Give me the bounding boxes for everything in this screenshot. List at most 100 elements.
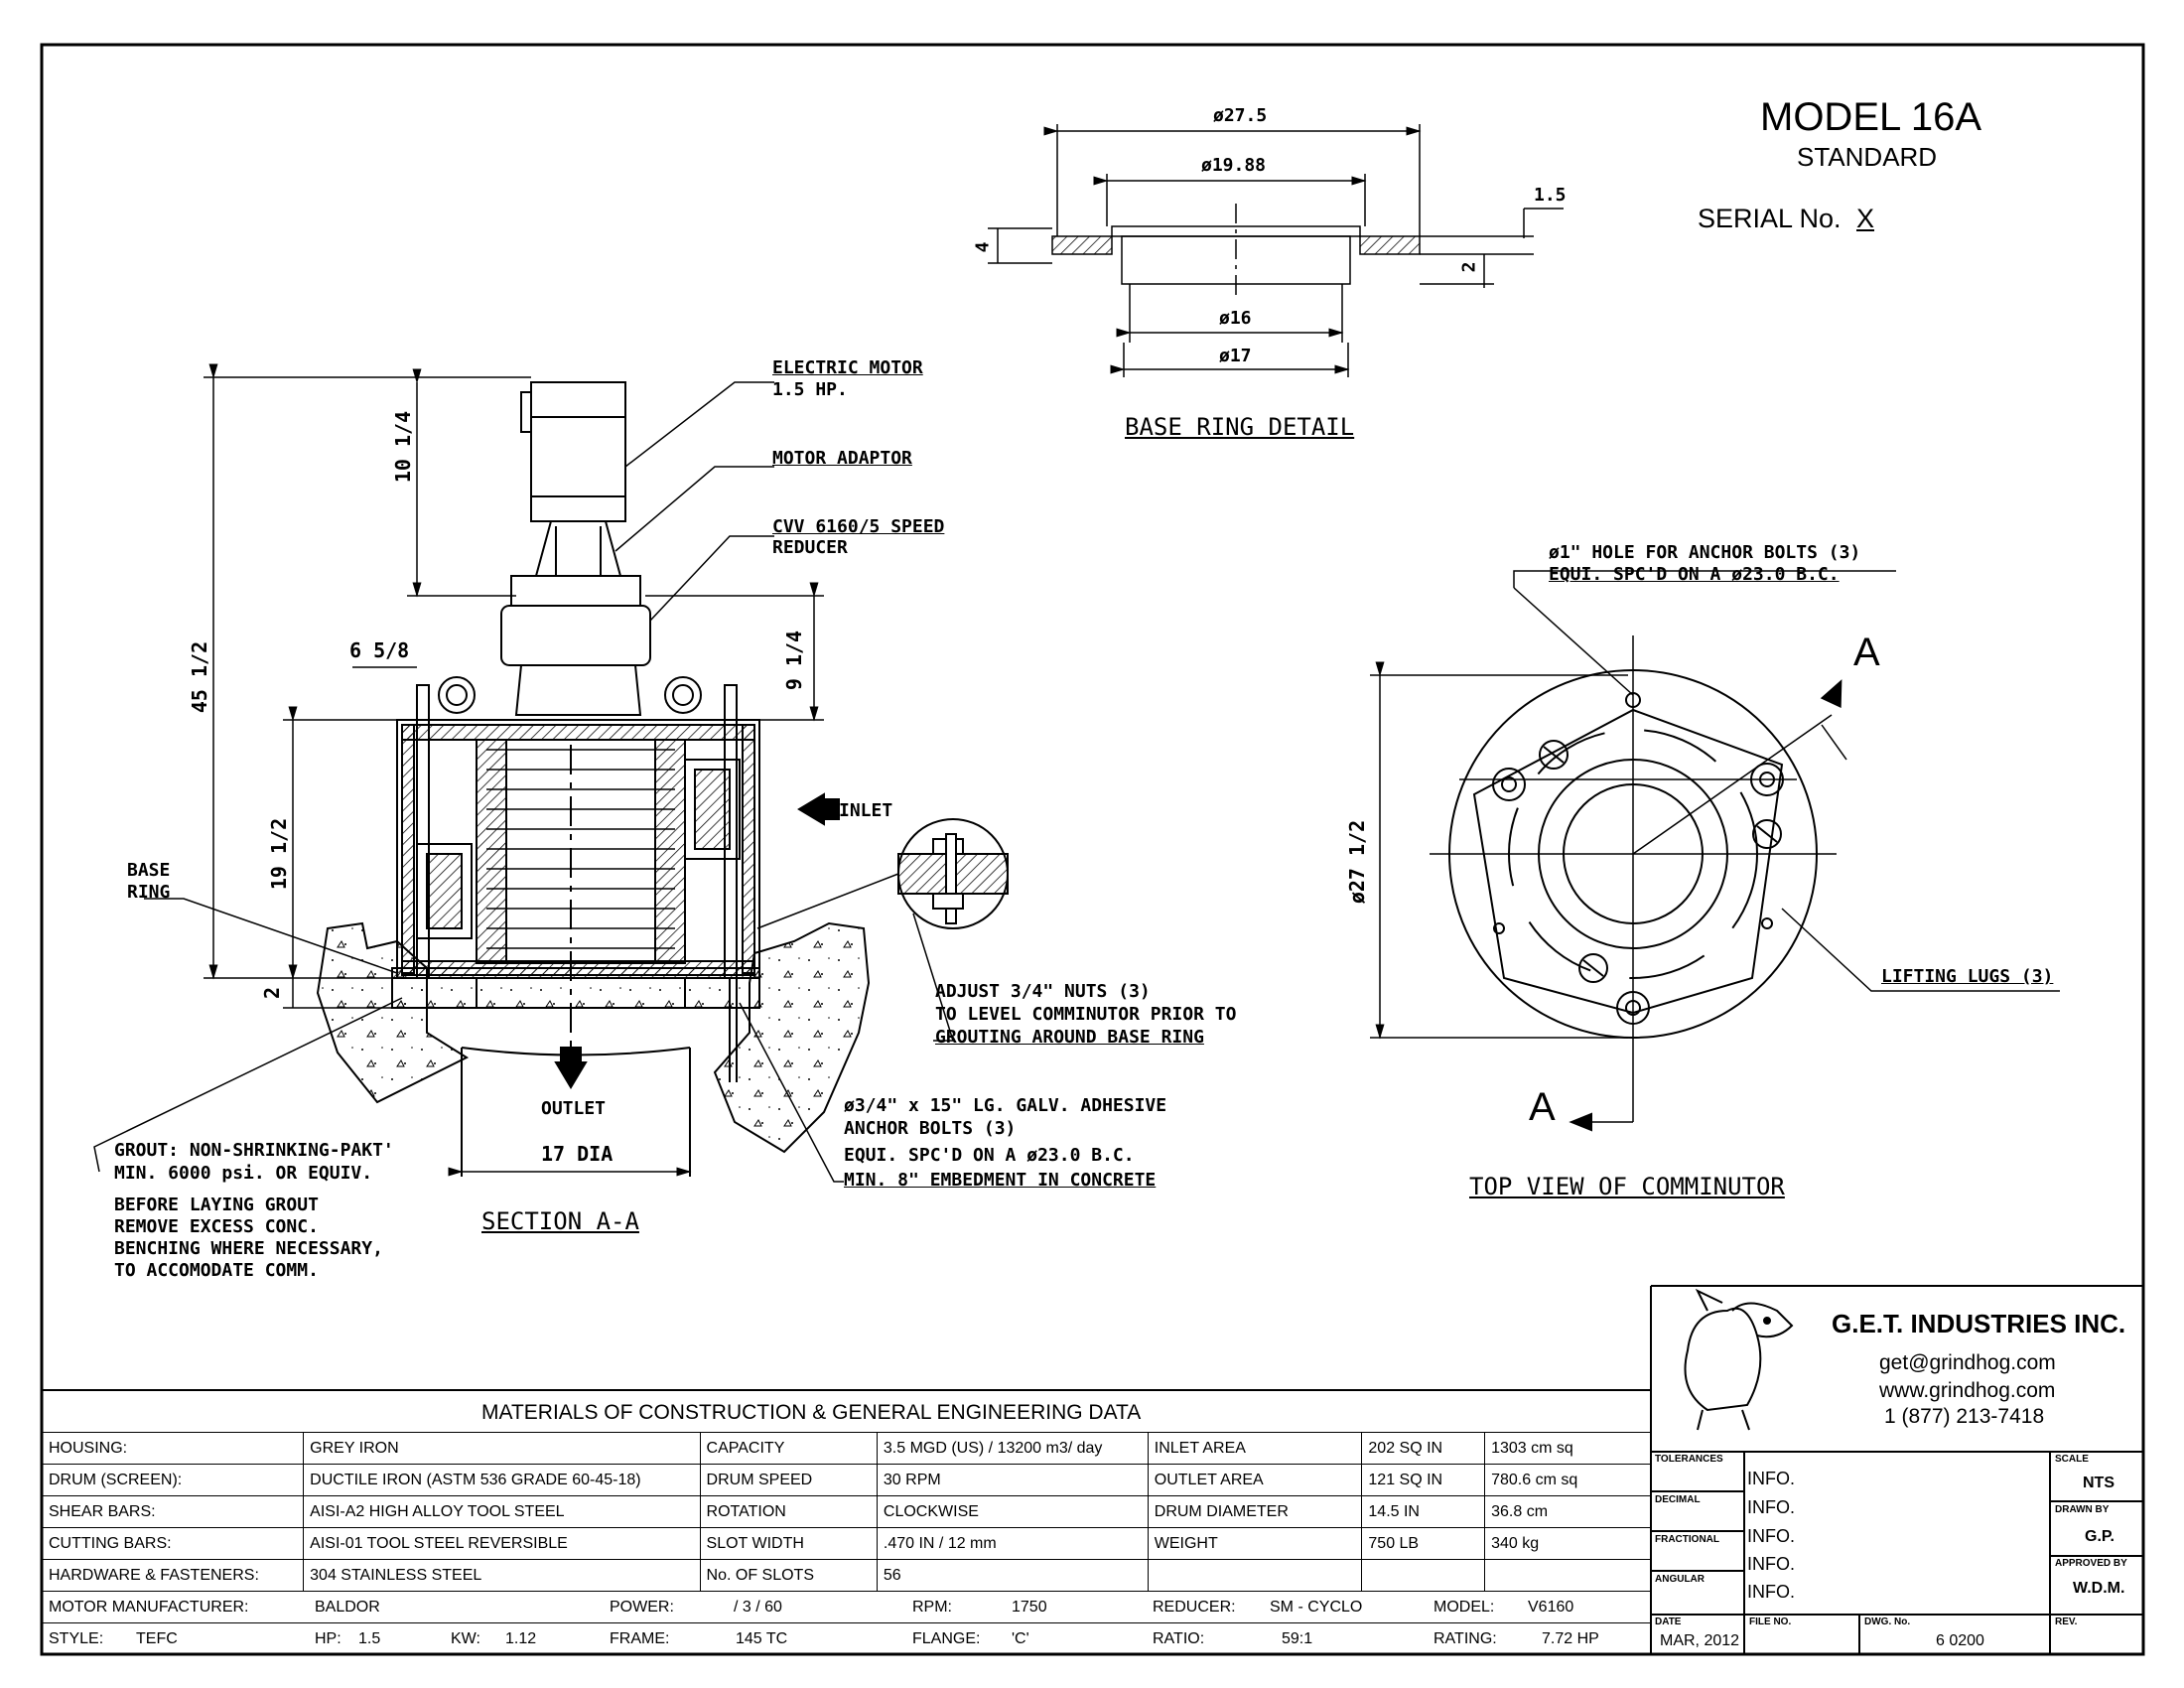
company-web: www.grindhog.com — [1879, 1379, 2056, 1402]
style-l3: KW: — [451, 1630, 480, 1647]
materials-row: DRUM (SCREEN):DUCTILE IRON (ASTM 536 GRA… — [41, 1464, 1651, 1496]
section-dimensions — [93, 363, 955, 1183]
anchor-note-4: MIN. 8" EMBEDMENT IN CONCRETE — [844, 1170, 1157, 1191]
materials-row: SHEAR BARS:AISI-A2 HIGH ALLOY TOOL STEEL… — [41, 1495, 1651, 1528]
materials-cell — [1361, 1559, 1486, 1592]
motor-label-1: ELECTRIC MOTOR — [772, 357, 923, 378]
info-1: INFO. — [1747, 1469, 1795, 1488]
motor-l5: MODEL: — [1433, 1599, 1495, 1616]
adjust-note-3: GROUTING AROUND BASE RING — [935, 1027, 1204, 1048]
style-l1: STYLE: — [49, 1630, 104, 1647]
materials-cell: OUTLET AREA — [1147, 1464, 1363, 1496]
materials-cell: INLET AREA — [1147, 1432, 1363, 1465]
materials-cell: DRUM (SCREEN): — [41, 1464, 305, 1496]
company-phone: 1 (877) 213-7418 — [1884, 1405, 2045, 1428]
motor-label-2: 1.5 HP. — [772, 379, 848, 400]
motor-v1: BALDOR — [315, 1599, 380, 1616]
lbl-date: DATE — [1655, 1617, 1682, 1627]
grout-note-5: BENCHING WHERE NECESSARY, — [114, 1238, 383, 1259]
materials-cell: 30 RPM — [876, 1464, 1149, 1496]
materials-cell: DRUM DIAMETER — [1147, 1495, 1363, 1528]
section-title: SECTION A-A — [481, 1207, 639, 1235]
materials-cell: ROTATION — [699, 1495, 878, 1528]
materials-cell: 1303 cm sq — [1484, 1432, 1651, 1465]
lbl-file: FILE NO. — [1749, 1617, 1792, 1627]
materials-cell: SHEAR BARS: — [41, 1495, 305, 1528]
motor-v3: 1750 — [1012, 1599, 1047, 1616]
dim-dia17: 17 DIA — [541, 1142, 614, 1166]
dim-d17: ø17 — [1219, 346, 1252, 366]
motor-v4: SM - CYCLO — [1270, 1599, 1363, 1616]
dim-t2: 2 — [1458, 261, 1480, 273]
materials-cell: DUCTILE IRON (ASTM 536 GRADE 60-45-18) — [303, 1464, 701, 1496]
concrete-left — [316, 921, 470, 1104]
lbl-dwg: DWG. No. — [1864, 1617, 1911, 1627]
lbl-angular: ANGULAR — [1655, 1574, 1705, 1585]
adaptor-label: MOTOR ADAPTOR — [772, 448, 912, 469]
base-ring-title: BASE RING DETAIL — [1125, 413, 1355, 441]
scale-value: NTS — [2083, 1475, 2115, 1491]
dim-d275: ø27.5 — [1213, 105, 1268, 126]
lbl-tolerances: TOLERANCES — [1655, 1454, 1723, 1465]
hole-note-2: EQUI. SPC'D ON A ø23.0 B.C. — [1549, 564, 1840, 585]
materials-header: MATERIALS OF CONSTRUCTION & GENERAL ENGI… — [481, 1401, 1142, 1424]
base-ring-label-2: RING — [127, 882, 171, 903]
adjust-note-2: TO LEVEL COMMINUTOR PRIOR TO — [935, 1004, 1237, 1025]
materials-cell — [1147, 1559, 1363, 1592]
model-title: MODEL 16A — [1760, 95, 1982, 139]
motor-v2: / 3 / 60 — [734, 1599, 782, 1616]
materials-cell: WEIGHT — [1147, 1527, 1363, 1560]
top-view — [1370, 570, 2060, 1132]
model-subtitle: STANDARD — [1797, 142, 1938, 172]
materials-cell: 780.6 cm sq — [1484, 1464, 1651, 1496]
materials-cell: .470 IN / 12 mm — [876, 1527, 1149, 1560]
style-l4: FRAME: — [610, 1630, 670, 1647]
materials-cell: CUTTING BARS: — [41, 1527, 305, 1560]
materials-row: HARDWARE & FASTENERS:304 STAINLESS STEEL… — [41, 1559, 1651, 1592]
grout-note-3: BEFORE LAYING GROUT — [114, 1195, 319, 1215]
materials-cell: 340 kg — [1484, 1527, 1651, 1560]
lbl-rev: REV. — [2055, 1617, 2078, 1627]
info-3: INFO. — [1747, 1526, 1795, 1546]
title-block — [42, 1285, 2143, 1654]
motor-l1: MOTOR MANUFACTURER: — [49, 1599, 249, 1616]
dim-h45: 45 1/2 — [188, 640, 212, 714]
hole-note-1: ø1" HOLE FOR ANCHOR BOLTS (3) — [1549, 542, 1861, 563]
section-mark-bottom: A — [1529, 1085, 1556, 1129]
motor-l2: POWER: — [610, 1599, 674, 1616]
dim-h4: 4 — [972, 241, 994, 253]
info-4: INFO. — [1747, 1554, 1795, 1574]
materials-cell: 3.5 MGD (US) / 13200 m3/ day — [876, 1432, 1149, 1465]
dim-t15: 1.5 — [1534, 185, 1567, 206]
anchor-note-3: EQUI. SPC'D ON A ø23.0 B.C. — [844, 1145, 1135, 1166]
serial-label: SERIAL No. — [1698, 204, 1842, 233]
info-2: INFO. — [1747, 1497, 1795, 1517]
reducer-label-1: CVV 6160/5 SPEED — [772, 516, 945, 537]
style-l5: FLANGE: — [912, 1630, 981, 1647]
drawn-value: G.P. — [2085, 1528, 2115, 1545]
materials-cell: SLOT WIDTH — [699, 1527, 878, 1560]
style-v3: 1.12 — [505, 1630, 537, 1647]
materials-cell: CAPACITY — [699, 1432, 878, 1465]
section-a-a — [316, 381, 1009, 1177]
dim-h9: 9 1/4 — [782, 630, 807, 691]
motor-v5: V6160 — [1528, 1599, 1574, 1616]
grout-note-2: MIN. 6000 psi. OR EQUIV. — [114, 1163, 373, 1184]
dim-h2: 2 — [260, 986, 285, 1000]
materials-cell: AISI-A2 HIGH ALLOY TOOL STEEL — [303, 1495, 701, 1528]
hog-logo — [1684, 1288, 1794, 1431]
dim-w658: 6 5/8 — [349, 638, 410, 662]
top-view-title: TOP VIEW OF COMMINUTOR — [1469, 1173, 1785, 1200]
adjust-note-1: ADJUST 3/4" NUTS (3) — [935, 981, 1151, 1002]
style-v6: 59:1 — [1282, 1630, 1313, 1647]
anchor-note-1: ø3/4" x 15" LG. GALV. ADHESIVE — [844, 1095, 1167, 1116]
materials-cell: 304 STAINLESS STEEL — [303, 1559, 701, 1592]
lbl-decimal: DECIMAL — [1655, 1494, 1701, 1505]
style-l7: RATING: — [1433, 1630, 1497, 1647]
materials-cell: No. OF SLOTS — [699, 1559, 878, 1592]
